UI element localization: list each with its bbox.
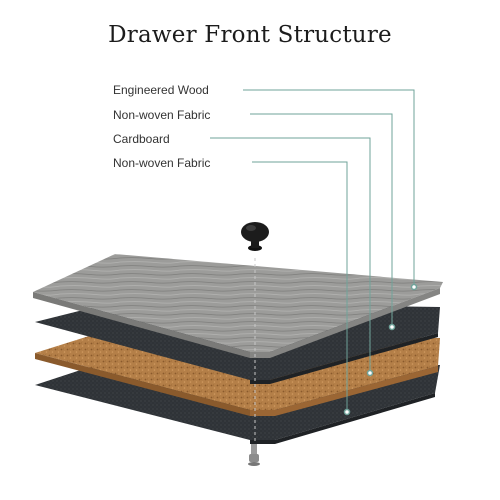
leader-line-cardboard [210, 137, 371, 373]
label-non-woven-fabric-top: Non-woven Fabric [113, 108, 211, 122]
knob-icon [241, 222, 269, 251]
label-non-woven-fabric-bottom: Non-woven Fabric [113, 156, 211, 170]
leader-dot-engineered-wood [410, 283, 418, 291]
label-engineered-wood: Engineered Wood [113, 83, 209, 97]
leader-line-engineered-wood [243, 89, 415, 287]
leader-line-non-woven-fabric-bottom [252, 161, 348, 412]
screw-icon [248, 444, 260, 466]
layer-engineered-wood [33, 254, 443, 358]
leader-dot-cardboard [366, 369, 374, 377]
leader-dot-non-woven-fabric-bottom [343, 408, 351, 416]
label-cardboard: Cardboard [113, 132, 170, 146]
leader-dot-non-woven-fabric-top [388, 323, 396, 331]
leader-line-non-woven-fabric-top [250, 113, 393, 327]
diagram-title: Drawer Front Structure [108, 22, 392, 48]
